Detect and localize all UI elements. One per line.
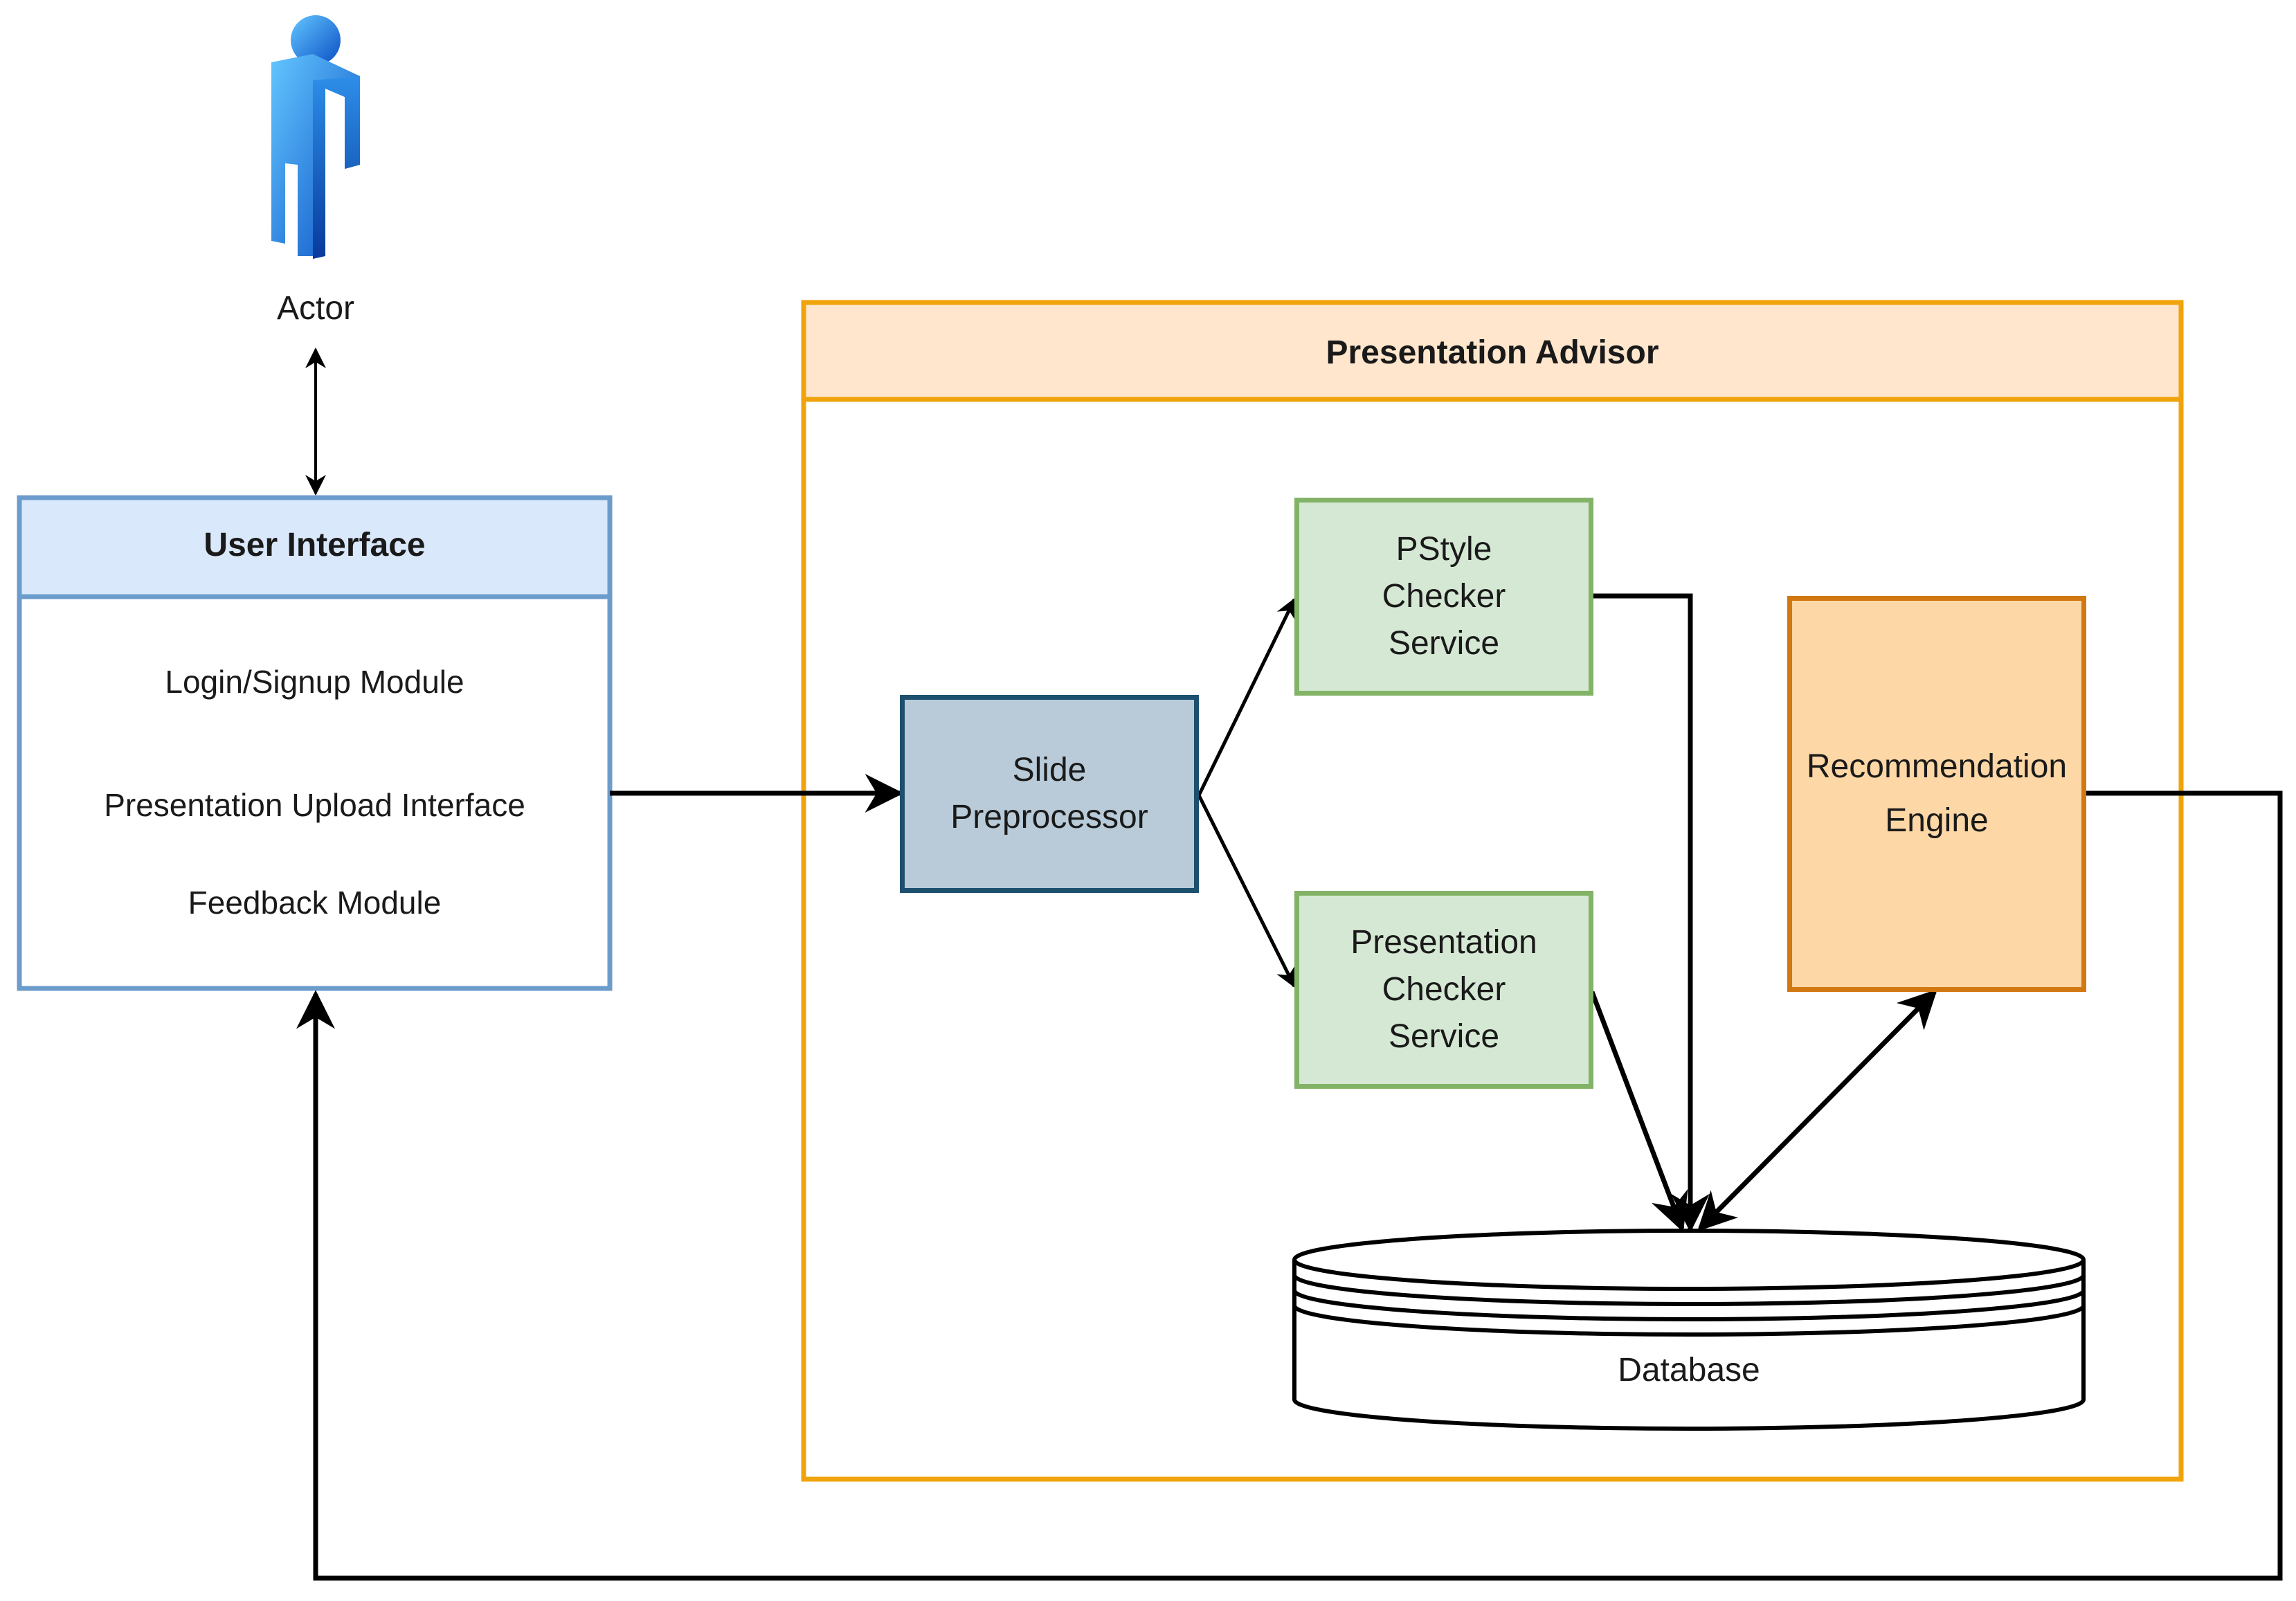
recommendation-to-ui-arrow	[296, 790, 2283, 1581]
ui-item-login-signup: Login/Signup Module	[165, 664, 464, 700]
pstyle-to-database-arrow	[1590, 593, 1710, 1233]
ui-item-feedback: Feedback Module	[188, 885, 442, 921]
slide-preprocessor-node: Slide Preprocessor	[900, 695, 1199, 893]
presentation-advisor-header	[801, 300, 2184, 402]
pstyle-checker-node: PStyle Checker Service	[1294, 498, 1593, 696]
pstyle-checker-label: PStyle Checker Service	[1382, 531, 1506, 662]
recommendation-engine-label: Recommendation Engine	[1806, 748, 2068, 839]
ui-item-upload-interface: Presentation Upload Interface	[104, 787, 525, 823]
database-label: Database	[1618, 1352, 1760, 1389]
database-cylinder	[1292, 1229, 2086, 1431]
presentation-checker-node: Presentation Checker Service	[1294, 891, 1593, 1089]
presentation-checker-label: Presentation Checker Service	[1350, 924, 1537, 1055]
slide-preprocessor-label: Slide Preprocessor	[950, 752, 1148, 835]
database-recommendation-arrow	[1697, 989, 1937, 1231]
preprocessor-to-pstyle-arrow	[1197, 597, 1296, 797]
user-interface-header	[17, 495, 613, 599]
recommendation-engine-node: Recommendation Engine	[1787, 596, 2086, 992]
actor-icon	[271, 15, 360, 259]
presentation-checker-to-database-arrow	[1589, 991, 1688, 1233]
preprocessor-to-presentation-checker-arrow	[1197, 794, 1296, 988]
user-interface-title: User Interface	[204, 527, 426, 563]
actor-label: Actor	[276, 290, 355, 327]
presentation-advisor-title: Presentation Advisor	[1326, 334, 1659, 371]
